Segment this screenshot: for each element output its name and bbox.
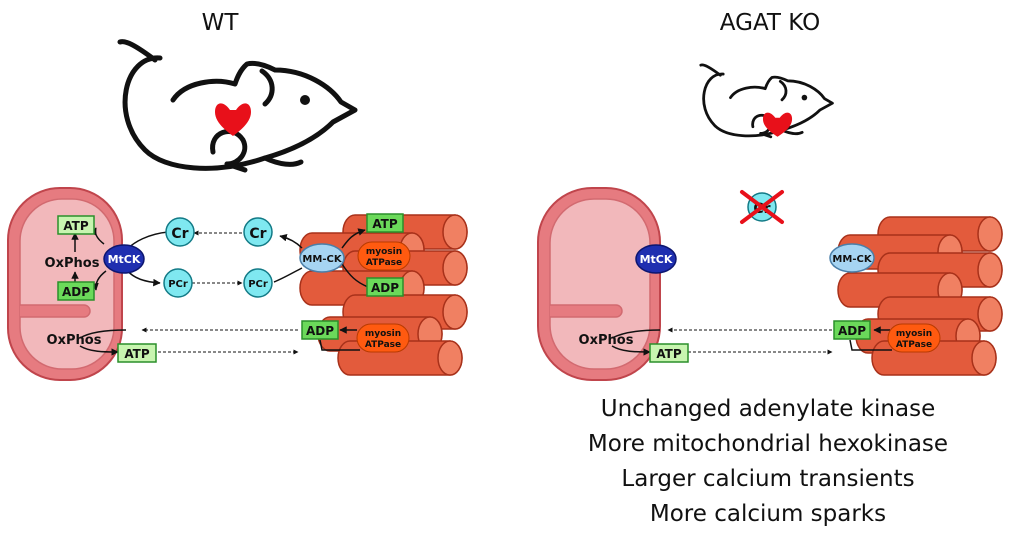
wt-myosin-atpase-top: myosin ATPase [357,241,411,271]
ko-mitochondrion [537,187,661,381]
cross-icon [740,190,784,224]
svg-text:MtCK: MtCK [640,253,673,266]
wt-myosin-atpase-bottom: myosin ATPase [356,323,410,353]
wt-cr-molecule-left: Cr [165,217,195,247]
ko-cr-crossed: Cr [740,190,784,224]
ko-oxphos-label: OxPhos [579,333,634,348]
svg-text:myosin: myosin [896,329,932,339]
ko-note-hexokinase: More mitochondrial hexokinase [587,431,949,457]
ko-note-calcium-sparks: More calcium sparks [649,501,887,527]
svg-text:Cr: Cr [249,226,266,242]
svg-text:myosin: myosin [365,329,401,339]
svg-text:ATP: ATP [124,347,150,361]
svg-text:ADP: ADP [62,285,90,299]
wt-arrows [71,227,388,356]
wt-mmck-enzyme: MM-CK [299,243,345,273]
wt-cr-molecule-right: Cr [243,217,273,247]
svg-text:ADP: ADP [838,324,866,338]
svg-text:myosin: myosin [366,247,402,257]
ko-myosin-atpase: myosin ATPase [887,323,941,353]
svg-text:ADP: ADP [371,281,399,295]
svg-text:ATPase: ATPase [365,340,401,350]
wt-title: WT [202,10,240,36]
ko-heart-icon [762,112,793,137]
svg-text:ATP: ATP [372,217,398,231]
wt-adp-box-bottom: ADP [301,320,339,340]
svg-text:MM-CK: MM-CK [302,254,342,265]
wt-adp-box-top: ADP [57,281,95,301]
wt-adp-box-muscle: ADP [366,277,404,297]
ko-mouse-icon [699,63,834,139]
ko-title: AGAT KO [720,10,820,36]
wt-pcr-molecule-right: PCr [243,268,273,298]
svg-text:ATPase: ATPase [896,340,932,350]
svg-text:PCr: PCr [248,279,268,290]
ko-panel: AGAT KO Cr [537,10,1003,381]
svg-text:Cr: Cr [171,226,188,242]
wt-pcr-molecule-left: PCr [163,268,193,298]
wt-mouse-icon [120,42,355,170]
svg-text:ADP: ADP [306,324,334,338]
ko-mtck-enzyme: MtCK [635,244,677,274]
svg-text:ATP: ATP [656,347,682,361]
wt-oxphos-label-top: OxPhos [45,256,100,271]
wt-atp-box-top: ATP [57,215,95,235]
wt-atp-box-bottom: ATP [117,343,157,363]
wt-atp-box-muscle: ATP [366,213,404,233]
wt-panel: WT [7,10,468,381]
wt-oxphos-label-bottom: OxPhos [47,333,102,348]
svg-text:ATPase: ATPase [366,258,402,268]
ko-atp-box: ATP [649,343,689,363]
ko-note-calcium-transients: Larger calcium transients [621,466,915,492]
wt-heart-icon [215,103,251,136]
svg-text:PCr: PCr [168,279,188,290]
ko-adp-box: ADP [833,320,871,340]
ko-arrows [611,326,892,356]
wt-mtck-enzyme: MtCK [103,244,145,274]
svg-text:ATP: ATP [63,219,89,233]
svg-text:MtCK: MtCK [108,253,141,266]
ko-mmck-enzyme: MM-CK [829,243,875,273]
ko-note-adenylate-kinase: Unchanged adenylate kinase [600,396,936,422]
svg-text:MM-CK: MM-CK [832,254,872,265]
